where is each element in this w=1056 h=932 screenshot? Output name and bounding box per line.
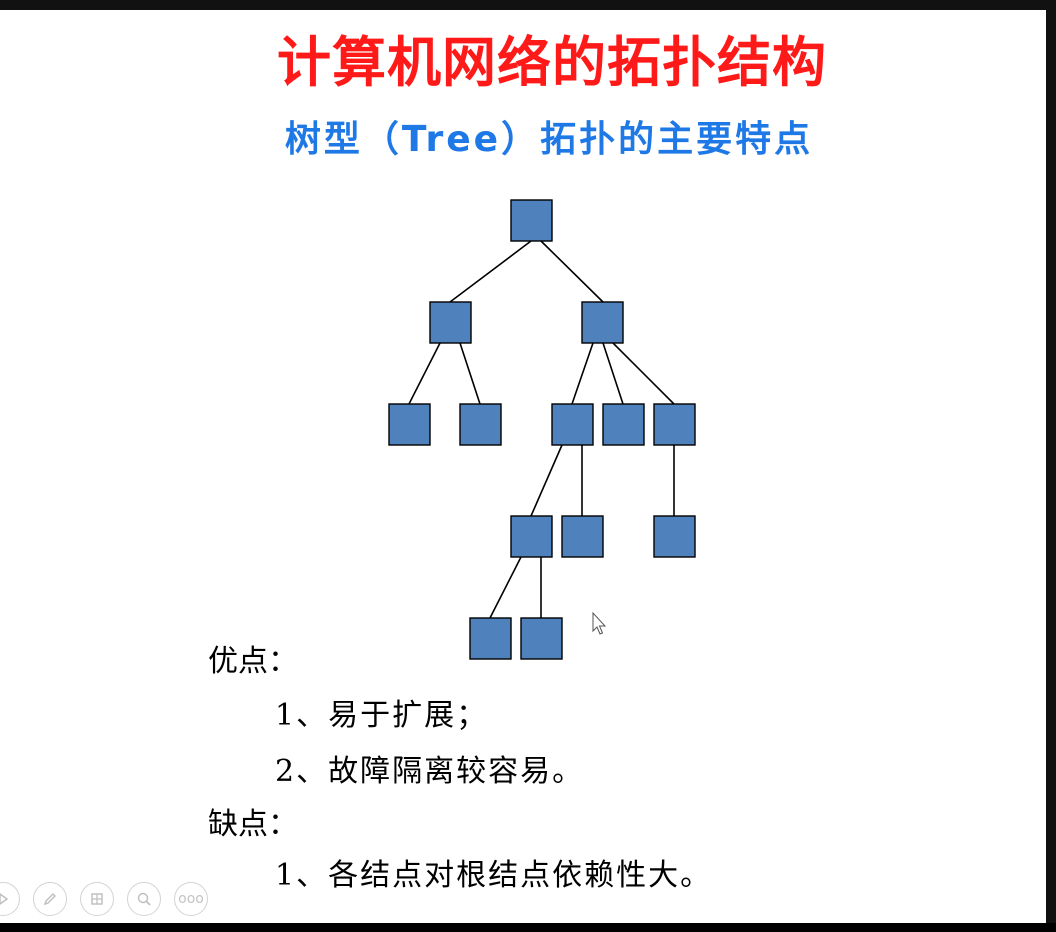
window-right-border — [1046, 0, 1056, 932]
tree-node — [469, 617, 512, 660]
tree-topology-diagram — [388, 199, 696, 660]
disadvantages-heading: 缺点： — [208, 807, 298, 842]
mouse-cursor-icon — [592, 612, 606, 635]
tree-node — [581, 301, 624, 344]
slide-subtitle: 树型（Tree）拓扑的主要特点 — [284, 119, 814, 160]
more-label: ooo — [178, 891, 204, 907]
slideshow-toolbar: ooo — [0, 882, 208, 918]
tree-node — [561, 515, 604, 558]
pen-icon[interactable] — [33, 882, 67, 916]
more-icon[interactable]: ooo — [174, 882, 208, 916]
window-bottom-border — [0, 923, 1056, 932]
tree-node — [602, 403, 645, 446]
tree-node — [653, 515, 696, 558]
tree-node — [520, 617, 563, 660]
advantage-item: 2、故障隔离较容易。 — [275, 754, 585, 789]
tree-edge — [571, 342, 594, 405]
disadvantage-item: 1、各结点对根结点依赖性大。 — [275, 858, 713, 893]
tree-node — [653, 403, 696, 446]
tree-node — [459, 403, 502, 446]
tree-node — [510, 515, 553, 558]
slide-title: 计算机网络的拓扑结构 — [277, 31, 827, 94]
advantage-item: 1、易于扩展； — [275, 698, 489, 733]
tree-node — [388, 403, 431, 446]
tree-edge — [408, 342, 441, 405]
tree-edge — [612, 342, 675, 405]
play-icon[interactable] — [0, 882, 20, 916]
tree-node-root — [510, 199, 553, 242]
tree-node — [429, 301, 472, 344]
advantages-heading: 优点： — [208, 644, 298, 679]
window-top-border — [0, 0, 1056, 10]
tree-edge — [489, 556, 522, 619]
tree-edge — [530, 444, 563, 517]
tree-node — [551, 403, 594, 446]
tree-edge — [449, 240, 532, 303]
zoom-icon[interactable] — [127, 882, 161, 916]
tree-edge — [602, 342, 624, 405]
tree-edge — [459, 342, 481, 405]
slides-grid-icon[interactable] — [80, 882, 114, 916]
tree-edge — [540, 240, 604, 303]
presentation-slide: 计算机网络的拓扑结构 树型（Tree）拓扑的主要特点 优点： 1、易于扩展； 2… — [0, 10, 1046, 923]
